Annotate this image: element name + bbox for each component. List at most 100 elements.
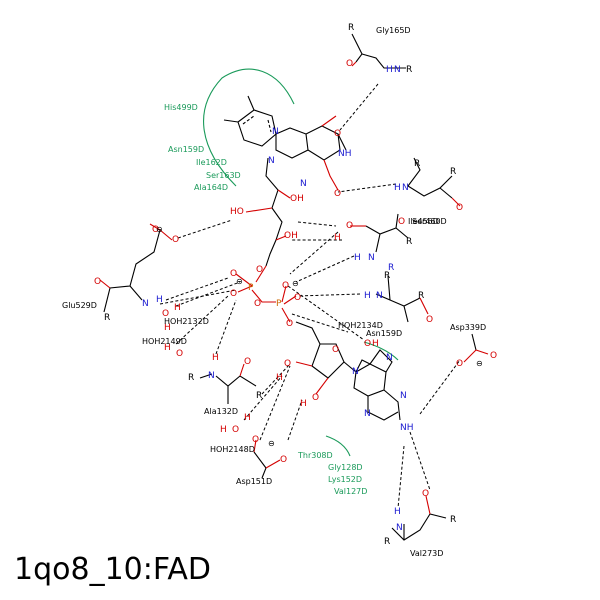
atom-r: R: [406, 237, 412, 247]
atom-h: H: [386, 65, 393, 75]
ribityl-chain: [245, 157, 291, 267]
atom-o: O: [332, 345, 339, 355]
atom-o: O: [94, 277, 101, 287]
atom-o: O: [334, 189, 341, 199]
atom-o: O: [456, 203, 463, 213]
flavin-ring: [223, 95, 347, 191]
water-label-hoh2134: HOH2134D: [338, 321, 383, 330]
atom-r: R: [450, 515, 456, 525]
atom-oh: OH: [284, 231, 298, 241]
charge-minus: ⊖: [268, 439, 275, 448]
hydrophobic-label-thr308: Thr308D: [297, 451, 333, 460]
residue-label-ile456: Ile456D: [408, 217, 439, 226]
atom-h: H: [372, 339, 379, 349]
atom-h: H: [364, 291, 371, 301]
atom-h: H: [300, 399, 307, 409]
atom-h: H: [212, 353, 219, 363]
atom-h: H: [174, 303, 181, 313]
atom-o: O: [176, 349, 183, 359]
water-label-hoh2132: HOH2132D: [164, 317, 209, 326]
atom-o: O: [490, 351, 497, 361]
atom-o: O: [172, 235, 179, 245]
atom-h: H: [334, 233, 341, 243]
atom-ho: HO: [230, 207, 244, 217]
atom-o: O: [456, 359, 463, 369]
atom-n: N: [272, 127, 279, 137]
atom-n: N: [364, 409, 371, 419]
atom-o: O: [426, 315, 433, 325]
atom-n: N: [376, 291, 383, 301]
diagram-title: 1qo8_10:FAD: [14, 552, 211, 587]
atom-r: R: [384, 271, 390, 281]
charge-minus: ⊖: [236, 277, 243, 286]
atom-n: N: [352, 367, 359, 377]
residue-gly165-bonds: [351, 33, 406, 69]
atom-n: N: [268, 156, 275, 166]
residue-label-val273: Val273D: [410, 549, 443, 558]
hydrophobic-label-asn159: Asn159D: [168, 145, 204, 154]
hydrophobic-label-gly128: Gly128D: [328, 463, 363, 472]
atom-o: O: [398, 217, 405, 227]
atom-o: O: [256, 265, 263, 275]
atom-r: R: [384, 537, 390, 547]
ribose-adenine: [295, 321, 401, 421]
atom-n: N: [386, 353, 393, 363]
atom-r: R: [406, 65, 412, 75]
residue-label-glu529: Glu529D: [62, 301, 97, 310]
atom-o: O: [232, 425, 239, 435]
hydrophobic-label-his499: His499D: [164, 103, 198, 112]
atom-oh: OH: [290, 194, 304, 204]
atom-h: H: [394, 183, 401, 193]
residue-ser460-bonds: [350, 213, 409, 253]
charge-minus: ⊖: [156, 225, 163, 234]
residue-asp151-bonds: [253, 439, 281, 479]
atom-o: O: [364, 339, 371, 349]
hydrophobic-labels: His499D Asn159D Ile162D Ser163D Ala164D …: [164, 103, 367, 496]
atom-r: R: [450, 167, 456, 177]
hydrophobic-arc-thr308: [325, 435, 351, 457]
atom-o: O: [334, 129, 341, 139]
atom-o: O: [254, 299, 261, 309]
atom-h: H: [394, 507, 401, 517]
atom-h: H: [244, 413, 251, 423]
atom-n: N: [394, 65, 401, 75]
atom-o: O: [346, 221, 353, 231]
atom-nh: NH: [400, 423, 414, 433]
hydrophobic-label-ile162: Ile162D: [196, 158, 227, 167]
atom-r: R: [188, 373, 194, 383]
atom-r: R: [418, 291, 424, 301]
atom-r: R: [414, 159, 420, 169]
hydrophobic-arc-his499: [203, 68, 295, 187]
residue-labels: Gly165D Ile456D Ser460D Glu529D Asn159D …: [62, 26, 486, 558]
residue-glu529-bonds: [99, 223, 173, 313]
hydrophobic-label-val127: Val127D: [334, 487, 367, 496]
atom-n: N: [396, 523, 403, 533]
atom-nh: NH: [338, 149, 352, 159]
atom-labels: N N N NH O O OH HO OH O O P O O P O O O …: [94, 23, 497, 547]
atom-o: O: [312, 393, 319, 403]
atom-r: R: [104, 313, 110, 323]
atom-o: O: [286, 319, 293, 329]
hydrophobic-arc-asn159: [363, 341, 399, 361]
hydrophobic-arcs: [203, 68, 399, 457]
charge-minus: ⊖: [476, 359, 483, 368]
atom-o: O: [230, 269, 237, 279]
water-label-hoh2149: HOH2149D: [142, 337, 187, 346]
atom-n: N: [402, 183, 409, 193]
water-labels: HOH2132D HOH2149D HOH2134D HOH2148D: [142, 317, 383, 454]
atom-h: H: [354, 253, 361, 263]
residue-label-ser460: Ser460D: [412, 217, 447, 226]
atom-o: O: [280, 455, 287, 465]
atom-n: N: [368, 253, 375, 263]
residue-label-asp339: Asp339D: [450, 323, 486, 332]
residue-asn159-bonds: [375, 275, 429, 323]
atom-p: P: [276, 299, 282, 309]
residue-label-gly165: Gly165D: [376, 26, 411, 35]
atom-n: N: [400, 391, 407, 401]
atom-n: N: [300, 179, 307, 189]
atom-o: O: [284, 359, 291, 369]
atom-h: H: [220, 425, 227, 435]
residue-label-asn159: Asn159D: [366, 329, 402, 338]
hydrophobic-label-lys152: Lys152D: [328, 475, 362, 484]
